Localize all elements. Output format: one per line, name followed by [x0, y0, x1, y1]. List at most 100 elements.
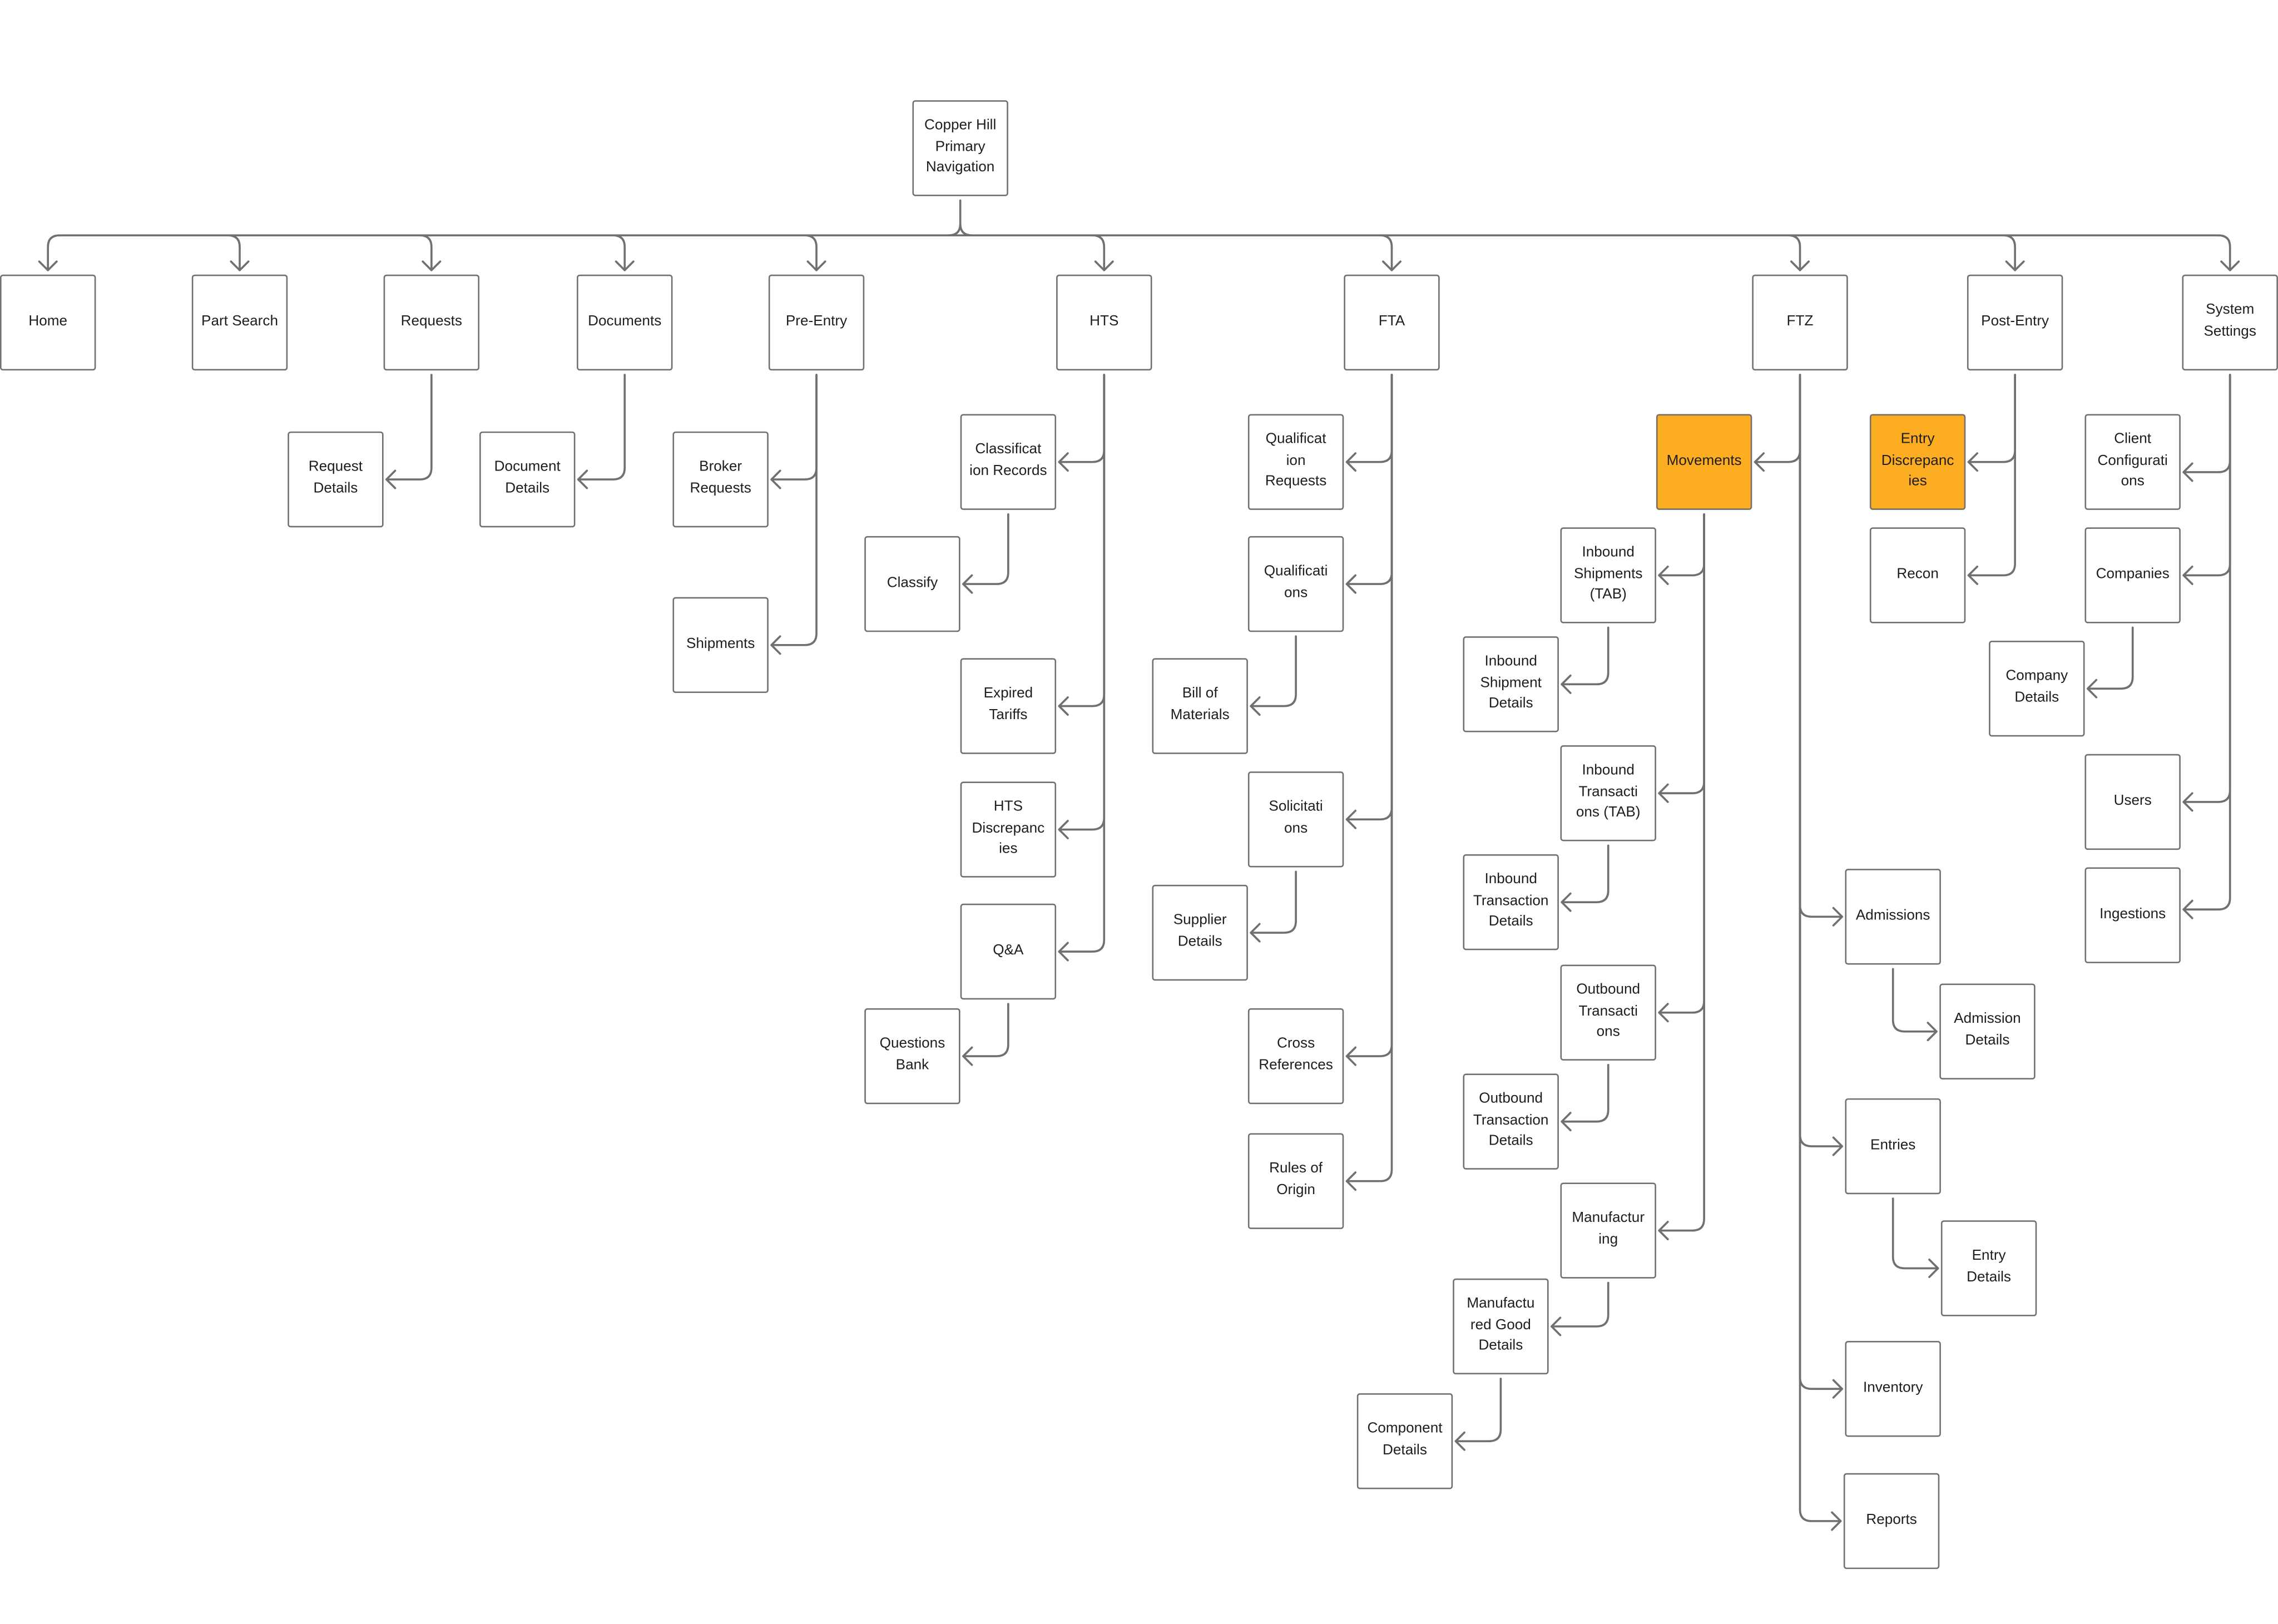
connector-arrow-document-details [577, 374, 626, 489]
node-bill-of-materials[interactable]: Bill of Materials [1152, 658, 1248, 754]
node-label: Document Details [494, 459, 561, 497]
node-broker-requests[interactable]: Broker Requests [672, 431, 769, 528]
node-admissions[interactable]: Admissions [1845, 869, 1941, 965]
node-expired-tariffs[interactable]: Expired Tariffs [960, 658, 1057, 754]
connector-arrow-entry-details [1891, 1197, 1939, 1278]
connector-arrow-company-details [2086, 626, 2134, 699]
connector-arrow-entry-discrepancies [1967, 374, 2016, 472]
node-recon[interactable]: Recon [1869, 527, 1966, 623]
node-solicitations[interactable]: Solicitati ons [1247, 771, 1344, 868]
node-movements[interactable]: Movements [1656, 414, 1752, 510]
connector-arrow-reports [1799, 374, 1842, 1531]
node-request-details[interactable]: Request Details [288, 431, 384, 528]
connector-arrow-component-details [1454, 1378, 1502, 1451]
node-label: Entry Details [1967, 1248, 2012, 1286]
node-root[interactable]: Copper Hill Primary Navigation [912, 100, 1008, 196]
connector-arrow-ingestions [2182, 374, 2231, 919]
node-inventory[interactable]: Inventory [1845, 1341, 1941, 1437]
node-supplier-details[interactable]: Supplier Details [1152, 884, 1248, 981]
node-ingestions[interactable]: Ingestions [2084, 867, 2181, 963]
connector-arrow-bill-of-materials [1250, 635, 1297, 716]
node-post-entry[interactable]: Post-Entry [1967, 274, 2063, 371]
connector-arrow-inbound-transaction-details [1561, 844, 1610, 912]
node-qualifications[interactable]: Qualificati ons [1247, 536, 1344, 632]
node-outbound-transaction-details[interactable]: Outbound Transaction Details [1463, 1073, 1559, 1170]
node-cross-references[interactable]: Cross References [1247, 1008, 1344, 1105]
node-document-details[interactable]: Document Details [479, 431, 576, 528]
node-label: Post-Entry [1981, 313, 2049, 330]
node-inbound-shipments-tab[interactable]: Inbound Shipments (TAB) [1560, 527, 1656, 623]
connector-arrow-classification-records [1058, 374, 1106, 472]
node-label: Outbound Transaction Details [1473, 1091, 1549, 1150]
node-client-configurations[interactable]: Client Configurati ons [2084, 414, 2181, 510]
node-documents[interactable]: Documents [577, 274, 673, 371]
connector-arrow-outbound-transactions [1658, 513, 1705, 1023]
connector-arrow-qa [1058, 374, 1106, 962]
node-label: Q&A [993, 942, 1024, 959]
connector-arrow-solicitations [1345, 374, 1393, 829]
node-companies[interactable]: Companies [2084, 527, 2181, 623]
node-pre-entry[interactable]: Pre-Entry [768, 274, 865, 371]
connector-arrow-system-settings [2217, 234, 2240, 271]
node-label: Bill of Materials [1170, 686, 1230, 724]
node-inbound-transactions-tab[interactable]: Inbound Transacti ons (TAB) [1560, 745, 1656, 841]
connector-arrow-admissions [1799, 374, 1844, 927]
node-label: Rules of Origin [1269, 1161, 1323, 1199]
node-home[interactable]: Home [0, 274, 96, 371]
node-classification-records[interactable]: Classificat ion Records [960, 414, 1057, 510]
node-part-search[interactable]: Part Search [191, 274, 288, 371]
node-label: Component Details [1367, 1421, 1443, 1459]
connector-arrow-users [2182, 374, 2231, 812]
node-label: Inbound Transacti ons (TAB) [1576, 763, 1641, 821]
node-label: Home [28, 313, 68, 330]
connector-arrow-documents [612, 234, 635, 271]
node-reports[interactable]: Reports [1843, 1473, 1940, 1569]
node-label: Qualificat ion Requests [1265, 431, 1327, 491]
connector-arrow-fta [1379, 234, 1402, 271]
node-system-settings[interactable]: System Settings [2182, 274, 2278, 371]
node-label: Company Details [2005, 669, 2068, 706]
node-entries[interactable]: Entries [1845, 1098, 1941, 1195]
node-fta[interactable]: FTA [1344, 274, 1440, 371]
node-admission-details[interactable]: Admission Details [1939, 983, 2036, 1080]
node-classify[interactable]: Classify [864, 536, 960, 632]
node-requests[interactable]: Requests [383, 274, 480, 371]
node-outbound-transactions[interactable]: Outbound Transacti ons [1560, 964, 1656, 1061]
node-hts[interactable]: HTS [1056, 274, 1152, 371]
connector-arrow-entries [1799, 374, 1844, 1156]
node-entry-details[interactable]: Entry Details [1940, 1220, 2037, 1316]
node-label: Admissions [1855, 907, 1930, 924]
connector-arrow-shipments [770, 374, 818, 655]
connector-arrow-broker-requests [770, 374, 818, 489]
node-manufacturing[interactable]: Manufactur ing [1560, 1182, 1656, 1279]
node-label: Classificat ion Records [969, 442, 1047, 480]
node-label: Solicitati ons [1269, 799, 1323, 837]
node-label: HTS Discrepanc ies [972, 799, 1045, 858]
node-entry-discrepancies[interactable]: Entry Discrepanc ies [1869, 414, 1966, 510]
node-manufactured-good-details[interactable]: Manufactu red Good Details [1453, 1278, 1549, 1375]
node-qualification-requests[interactable]: Qualificat ion Requests [1247, 414, 1344, 510]
connector-arrow-pre-entry [804, 234, 826, 271]
node-ftz[interactable]: FTZ [1752, 274, 1848, 371]
connector-arrow-inbound-shipments-tab [1658, 513, 1705, 585]
node-shipments[interactable]: Shipments [672, 597, 769, 694]
node-label: Broker Requests [690, 459, 751, 497]
node-label: FTZ [1786, 313, 1814, 330]
node-rules-of-origin[interactable]: Rules of Origin [1247, 1133, 1344, 1229]
node-label: Requests [400, 313, 463, 330]
node-qa[interactable]: Q&A [960, 903, 1057, 1000]
connector-arrow-home [38, 234, 61, 271]
node-questions-bank[interactable]: Questions Bank [864, 1008, 960, 1105]
node-users[interactable]: Users [2084, 754, 2181, 850]
connector-arrow-inbound-shipment-details [1561, 626, 1610, 694]
node-inbound-shipment-details[interactable]: Inbound Shipment Details [1463, 636, 1559, 732]
node-company-details[interactable]: Company Details [1989, 640, 2085, 737]
node-label: Pre-Entry [785, 313, 848, 330]
node-inbound-transaction-details[interactable]: Inbound Transaction Details [1463, 854, 1559, 950]
node-hts-discrepancies[interactable]: HTS Discrepanc ies [960, 781, 1057, 878]
connector-arrow-cross-references [1345, 374, 1393, 1066]
connector-arrow-manufacturing [1658, 513, 1705, 1241]
node-component-details[interactable]: Component Details [1356, 1393, 1453, 1489]
